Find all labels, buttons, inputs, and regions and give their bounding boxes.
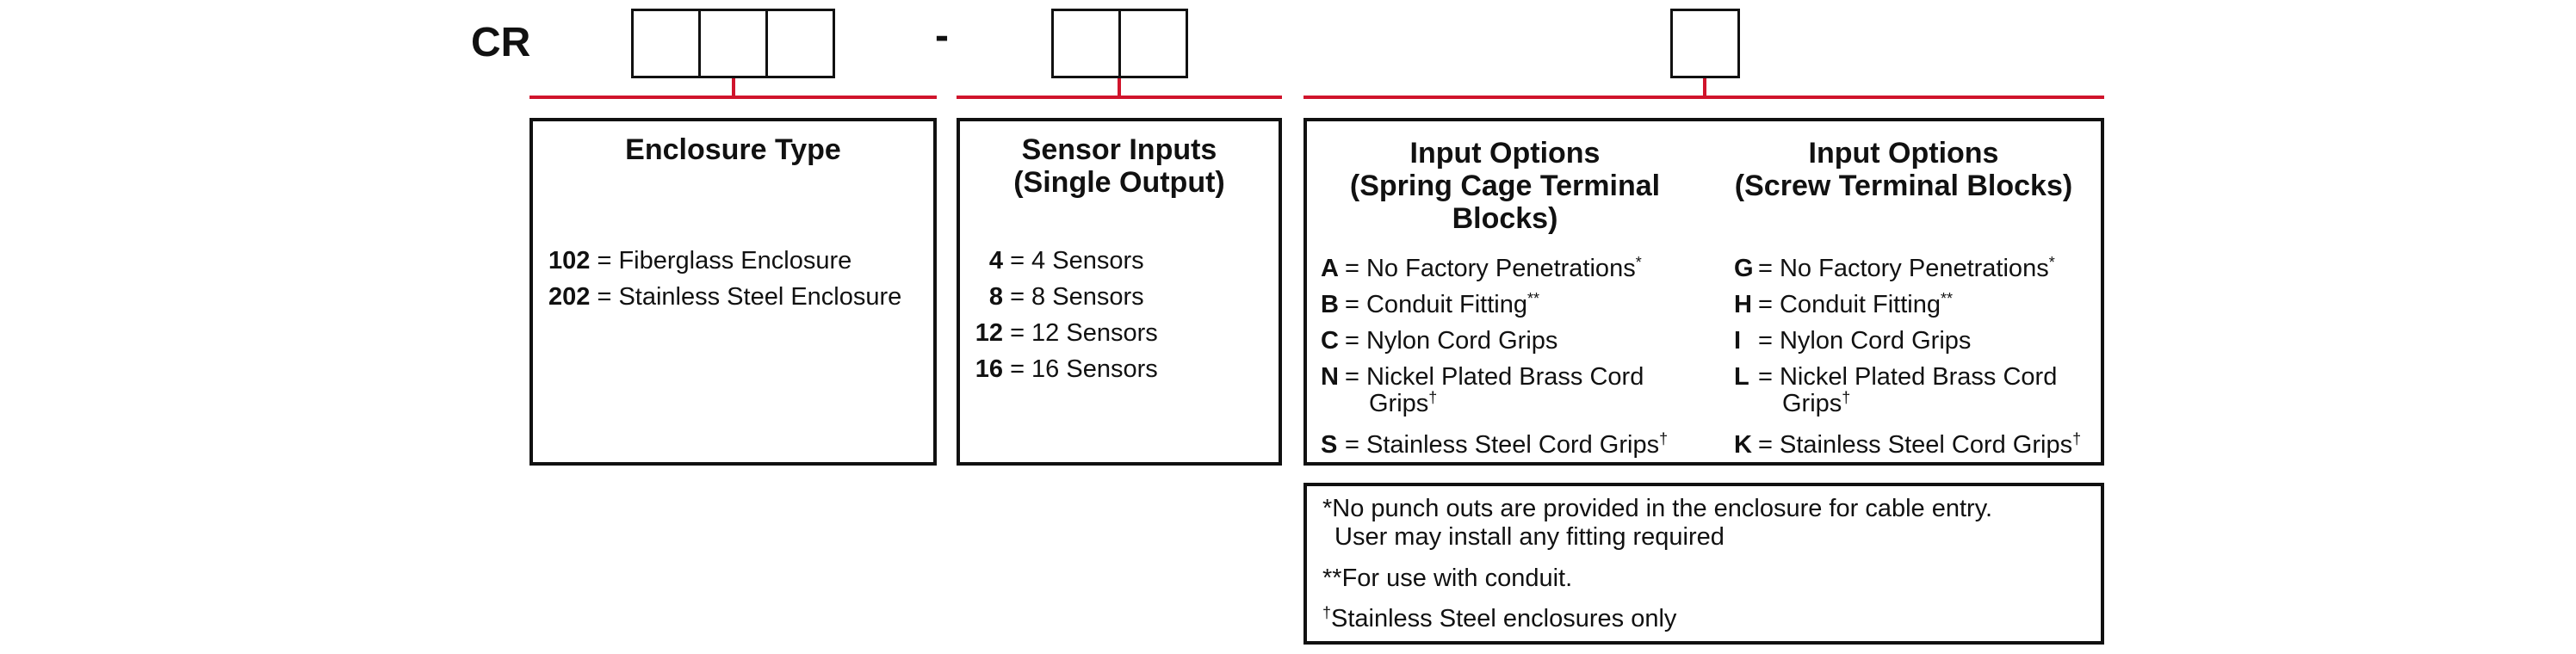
sensor-item-4: 4 = 4 Sensors <box>972 245 1144 276</box>
option-desc-cont: Grips† <box>1782 389 1851 417</box>
option-desc: = Conduit Fitting** <box>1345 290 1539 318</box>
option-desc: = Nickel Plated Brass Cord <box>1758 363 2058 391</box>
part-number-prefix: CR <box>471 20 531 65</box>
sensor-desc: = 16 Sensors <box>1010 355 1158 383</box>
screw-heading-line-1: Input Options <box>1808 137 1999 170</box>
sensor-code: 4 <box>988 247 1003 275</box>
sensor-item-8: 8 = 8 Sensors <box>972 281 1144 312</box>
sensor-desc: = 8 Sensors <box>1010 283 1144 311</box>
enclosure-desc: = Stainless Steel Enclosure <box>597 283 902 311</box>
input-option-code-slot <box>1670 9 1740 78</box>
sensor-inputs-box: Sensor Inputs (Single Output) 4 = 4 Sens… <box>957 118 1282 466</box>
enclosure-code: 202 <box>548 283 591 311</box>
sensor-heading-line-1: Sensor Inputs <box>1021 133 1217 166</box>
enclosure-code: 102 <box>548 247 591 275</box>
sensor-desc: = 4 Sensors <box>1010 247 1144 275</box>
enclosure-type-box: Enclosure Type 102 = Fiberglass Enclosur… <box>529 118 937 466</box>
footnote-no-punch-outs: *No punch outs are provided in the enclo… <box>1322 495 1993 522</box>
option-desc: = Nylon Cord Grips <box>1345 327 1558 355</box>
spring-heading-line-2: (Spring Cage Terminal <box>1349 170 1661 202</box>
footnotes-box: *No punch outs are provided in the enclo… <box>1303 483 2104 645</box>
option-code: N <box>1321 363 1339 391</box>
option-desc: = Nylon Cord Grips <box>1758 327 1972 355</box>
enclosure-type-heading: Enclosure Type <box>625 133 841 166</box>
enclosure-code-slot-3 <box>765 9 835 78</box>
input-options-box: Input Options (Spring Cage Terminal Bloc… <box>1303 118 2104 466</box>
option-desc: = Nickel Plated Brass Cord <box>1345 363 1644 391</box>
sensor-code: 12 <box>975 319 1003 347</box>
footnote-conduit: **For use with conduit. <box>1322 565 1573 592</box>
option-code: S <box>1321 431 1338 459</box>
option-code: I <box>1734 327 1742 355</box>
option-code: L <box>1734 363 1749 391</box>
sensor-connector-stem <box>1118 78 1121 98</box>
option-desc-cont: Grips† <box>1369 389 1438 417</box>
screw-heading-line-2: (Screw Terminal Blocks) <box>1734 170 2073 202</box>
option-desc: = No Factory Penetrations* <box>1345 254 1642 282</box>
sensor-code-slot-1 <box>1051 9 1121 78</box>
option-code: K <box>1734 431 1752 459</box>
option-bracket-line <box>1303 96 2104 99</box>
option-connector-stem <box>1703 78 1706 98</box>
sensor-inputs-heading: Sensor Inputs (Single Output) <box>960 133 1279 199</box>
screw-terminal-heading: Input Options (Screw Terminal Blocks) <box>1703 137 2104 202</box>
enclosure-item-stainless: 202 = Stainless Steel Enclosure <box>548 281 901 312</box>
spring-heading-line-1: Input Options <box>1409 137 1601 170</box>
sensor-code-slot-2 <box>1118 9 1188 78</box>
sensor-desc: = 12 Sensors <box>1010 319 1158 347</box>
option-code: B <box>1321 291 1339 318</box>
sensor-code: 16 <box>975 355 1003 383</box>
enclosure-code-slot-1 <box>631 9 701 78</box>
enclosure-item-fiberglass: 102 = Fiberglass Enclosure <box>548 245 851 276</box>
footnote-fitting-required: User may install any fitting required <box>1334 523 1725 551</box>
option-desc: = No Factory Penetrations* <box>1758 254 2055 282</box>
sensor-bracket-line <box>957 96 1282 99</box>
option-desc: = Stainless Steel Cord Grips† <box>1758 430 2082 459</box>
enclosure-bracket-line <box>529 96 937 99</box>
option-code: C <box>1321 327 1339 355</box>
sensor-item-12: 12 = 12 Sensors <box>972 318 1158 349</box>
option-code: A <box>1321 255 1339 282</box>
sensor-heading-line-2: (Single Output) <box>1013 166 1225 199</box>
enclosure-desc: = Fiberglass Enclosure <box>597 247 852 275</box>
enclosure-connector-stem <box>732 78 735 98</box>
footnote-stainless: †Stainless Steel enclosures only <box>1322 604 1677 632</box>
sensor-item-16: 16 = 16 Sensors <box>972 354 1158 385</box>
spring-heading-line-3: Blocks) <box>1452 202 1558 235</box>
option-code: G <box>1734 255 1754 282</box>
spring-cage-heading: Input Options (Spring Cage Terminal Bloc… <box>1307 137 1703 235</box>
enclosure-code-slot-2 <box>698 9 768 78</box>
option-code: H <box>1734 291 1752 318</box>
option-desc: = Stainless Steel Cord Grips† <box>1345 430 1669 459</box>
sensor-code: 8 <box>988 283 1003 311</box>
part-number-separator: - <box>935 13 949 59</box>
option-desc: = Conduit Fitting** <box>1758 290 1953 318</box>
